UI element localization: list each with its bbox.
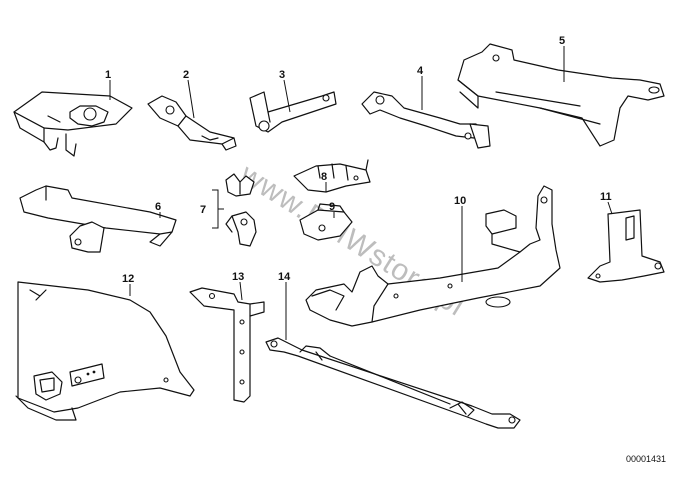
part-14-ground-strap: [265, 337, 521, 429]
callout-9: 9: [329, 201, 335, 213]
callout-11: 11: [600, 191, 612, 203]
part-8-clip-bracket: [293, 159, 371, 193]
part-11-plate: [587, 209, 665, 283]
part-6-bracket: [19, 185, 177, 253]
callout-10: 10: [454, 195, 466, 207]
part-9-plate: [299, 203, 353, 241]
callout-8: 8: [321, 171, 327, 183]
part-5-bracket: [457, 43, 665, 147]
callout-12: 12: [122, 273, 134, 285]
part-7-clips: [225, 173, 257, 247]
callout-leaders: [109, 46, 613, 340]
part-13-angle-bracket: [189, 287, 265, 403]
callout-6: 6: [155, 201, 161, 213]
callout-5: 5: [559, 35, 565, 47]
diagram-reference-number: 00001431: [626, 454, 666, 464]
callout-4: 4: [417, 65, 424, 77]
callout-2: 2: [183, 69, 189, 81]
part-10-frame-bracket: [305, 185, 561, 327]
callout-3: 3: [279, 69, 285, 81]
callout-7: 7: [200, 204, 206, 216]
part-12-plate: [15, 281, 195, 421]
part-1-bracket: [13, 91, 133, 157]
part-2-bracket: [147, 95, 237, 151]
part-4-bracket: [361, 91, 491, 149]
callout-13: 13: [232, 271, 244, 283]
part-3-bracket: [249, 91, 337, 133]
callout-labels: 1 2 3 4 5 6 7 8 9 10 11 12 13 14: [105, 35, 612, 285]
callout-1: 1: [105, 69, 111, 81]
callout-14: 14: [278, 271, 291, 283]
